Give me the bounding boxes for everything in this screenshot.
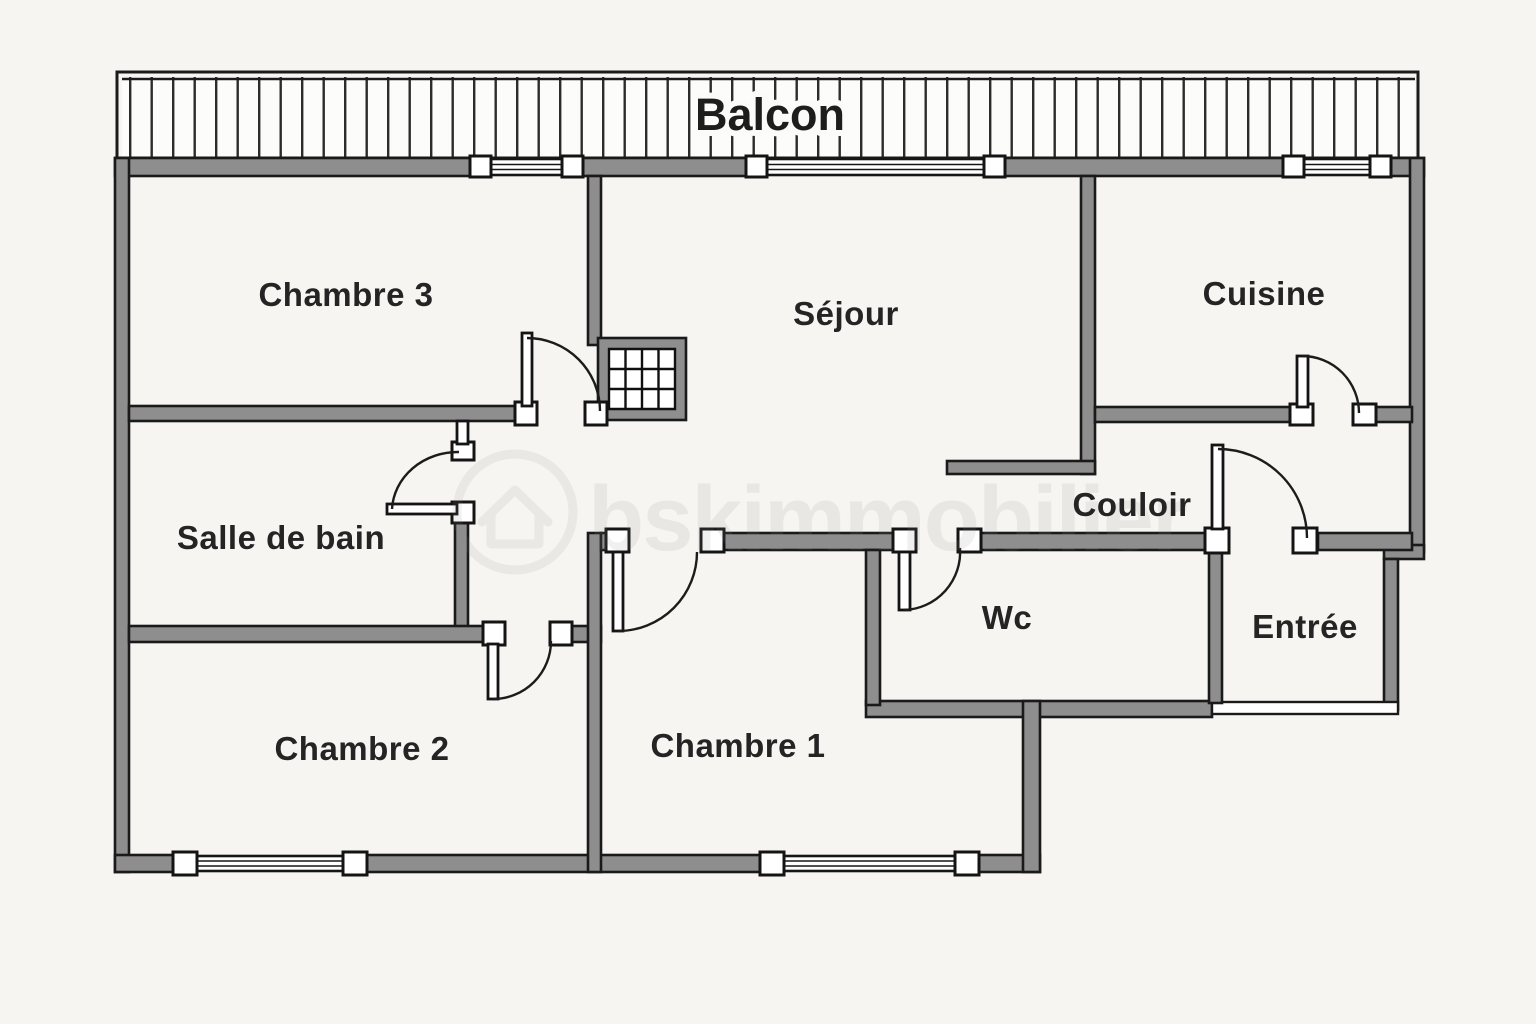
balcony (115, 70, 1420, 160)
windows (195, 157, 1372, 873)
walls (113, 156, 1426, 874)
room-labels: Balcon Chambre 3 Séjour Cuisine Salle de… (177, 83, 1358, 767)
label-chambre2: Chambre 2 (274, 730, 449, 767)
label-couloir: Couloir (1073, 486, 1192, 523)
label-balcon: Balcon (695, 89, 845, 140)
door-wc (897, 547, 962, 612)
door-chambre1 (611, 550, 699, 633)
window-cuisine (1302, 157, 1372, 177)
label-chambre3: Chambre 3 (258, 276, 433, 313)
door-entree (1210, 443, 1309, 539)
watermark: bskimmobilier (452, 449, 1189, 575)
door-chambre2 (486, 640, 553, 701)
label-cuisine: Cuisine (1203, 275, 1326, 312)
window-chambre1 (782, 854, 957, 873)
door-chambre3 (520, 331, 602, 412)
watermark-logo-circle (452, 449, 578, 575)
window-sejour (765, 157, 986, 177)
duct-shaft-grid (596, 336, 688, 422)
doors (385, 331, 1361, 701)
label-entree: Entrée (1252, 608, 1358, 645)
balcony-hatching (122, 77, 1415, 158)
label-wc: Wc (982, 599, 1033, 636)
window-chambre2 (195, 854, 345, 873)
wall-joint-markers (171, 154, 1393, 877)
door-salle-de-bain (385, 419, 470, 516)
label-salle-de-bain: Salle de bain (177, 519, 385, 556)
watermark-text: bskimmobilier (588, 468, 1187, 570)
watermark-house-icon (477, 485, 553, 549)
door-cuisine (1295, 354, 1361, 414)
label-sejour: Séjour (793, 295, 899, 332)
window-chambre3 (489, 157, 564, 177)
label-chambre1: Chambre 1 (650, 727, 825, 764)
